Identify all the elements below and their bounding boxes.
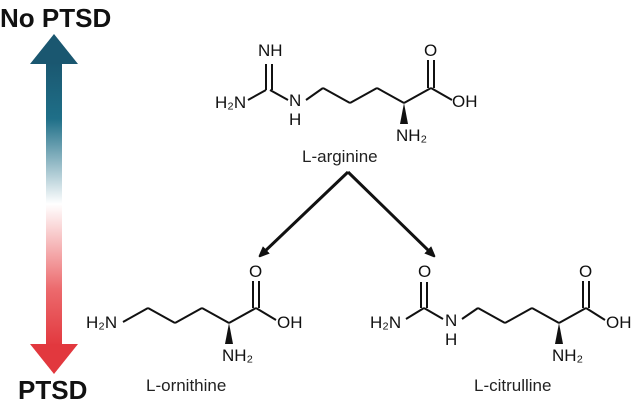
arginine-nh-label: NH [258,41,283,60]
ornithine-h2n-label: H₂N [86,313,117,332]
citrulline-n-label: N [445,311,457,330]
arginine-h2n-label: H₂N [215,93,246,112]
ptsd-label: PTSD [18,375,88,405]
ornithine-wedge-bond [225,323,233,344]
arginine-wedge-bond [400,103,408,124]
citrulline-h2n-label: H₂N [370,313,401,332]
l-ornithine-structure [122,281,277,324]
citrulline-h-label: H [445,330,457,349]
citrulline-nh2-label: NH₂ [552,346,583,365]
no-ptsd-label: No PTSD [0,3,112,33]
citrulline-wedge-bond [555,323,563,344]
citrulline-o-label: O [579,262,592,281]
l-arginine-atoms: NH H₂N N H O OH NH₂ [215,41,478,145]
ornithine-name: L-ornithine [146,376,227,395]
arginine-o-label: O [424,41,437,60]
ornithine-nh2-label: NH₂ [222,346,253,365]
arginine-name: L-arginine [302,147,378,166]
ptsd-scale-arrow [30,34,78,374]
ornithine-o-label: O [249,262,262,281]
l-ornithine-atoms: H₂N O OH NH₂ [86,262,303,365]
reaction-arrows [262,170,432,254]
arginine-n-label: N [289,91,301,110]
citrulline-oh-label: OH [606,313,632,332]
arrow-up-head [30,34,78,64]
citrulline-name: L-citrulline [474,376,552,395]
arrow-to-citrulline [346,170,432,254]
arginine-oh-label: OH [452,92,478,111]
ornithine-oh-label: OH [277,313,303,332]
l-citrulline-atoms: O H₂N N H O OH NH₂ [370,262,632,365]
arginine-nh2-label: NH₂ [396,126,427,145]
l-citrulline-structure [405,281,606,324]
citrulline-urea-o-label: O [418,262,431,281]
arginine-h-label: H [289,110,301,129]
l-arginine-structure [247,60,453,104]
arrow-down-head [30,344,78,374]
arrow-to-ornithine [262,170,350,254]
